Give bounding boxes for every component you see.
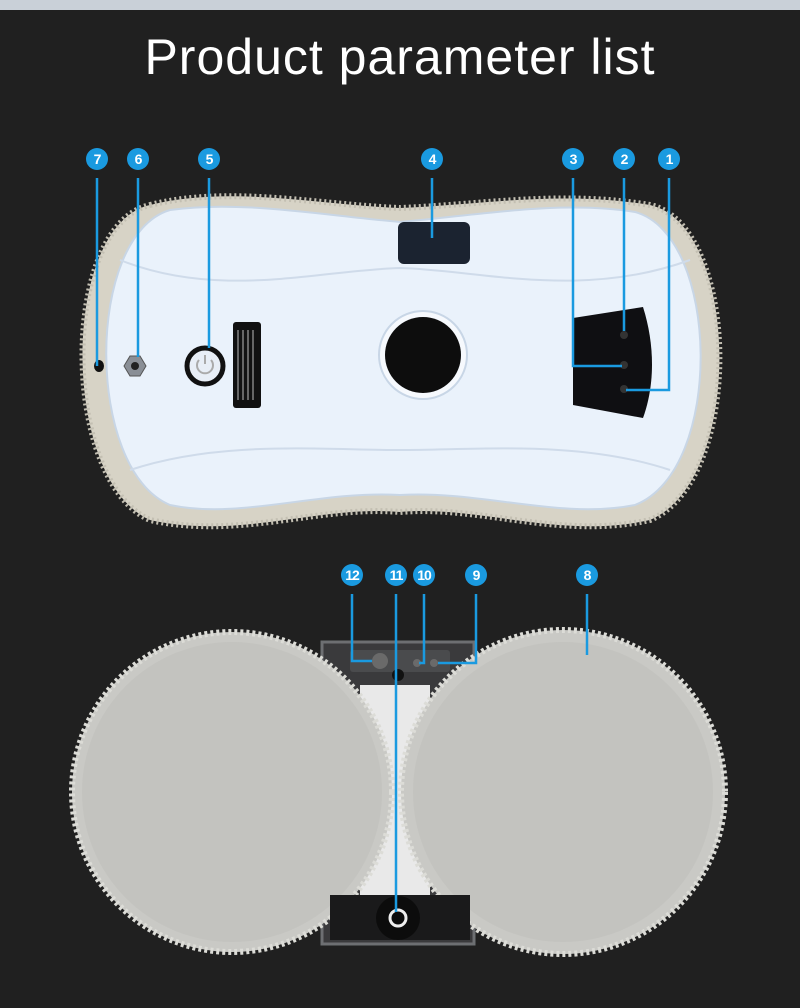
top-callout-lines xyxy=(95,178,671,392)
callout-badge-10: 10 xyxy=(413,564,435,586)
indicator-light xyxy=(94,360,104,372)
callout-badge-7: 7 xyxy=(86,148,108,170)
sensor-9 xyxy=(430,659,438,667)
callout-badge-3: 3 xyxy=(562,148,584,170)
callout-badge-9: 9 xyxy=(465,564,487,586)
power-button xyxy=(184,345,226,387)
caster-wheel xyxy=(376,896,420,940)
callout-badge-6: 6 xyxy=(127,148,149,170)
sensor-12 xyxy=(372,653,388,669)
page-title: Product parameter list xyxy=(144,29,656,85)
callout-badge-11: 11 xyxy=(385,564,407,586)
bottom-callout-lines xyxy=(350,594,589,912)
led-panel xyxy=(573,307,652,418)
callout-badge-8: 8 xyxy=(576,564,598,586)
top-sensor-window xyxy=(398,222,470,264)
callout-badge-2: 2 xyxy=(613,148,635,170)
callout-badge-4: 4 xyxy=(421,148,443,170)
info-label xyxy=(233,322,261,408)
top-strip xyxy=(0,0,800,10)
callout-badge-1: 1 xyxy=(658,148,680,170)
callout-badge-12: 12 xyxy=(341,564,363,586)
sensor-10 xyxy=(413,659,421,667)
led-2 xyxy=(620,331,628,339)
callout-badge-5: 5 xyxy=(198,148,220,170)
